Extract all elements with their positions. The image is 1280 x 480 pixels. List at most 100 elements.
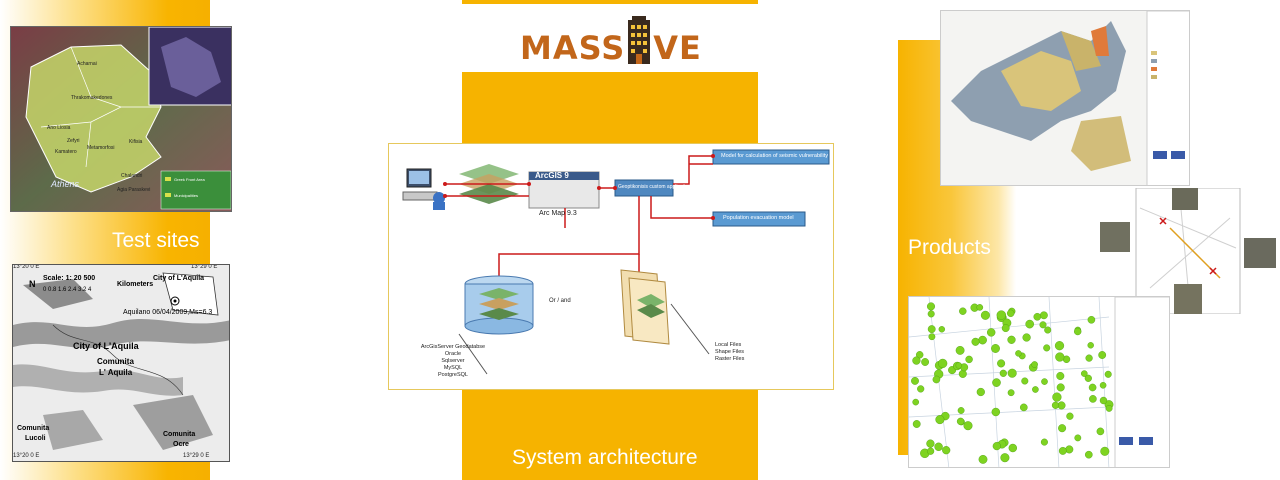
population-marker (1039, 321, 1047, 329)
population-marker (1015, 350, 1022, 357)
population-marker (976, 387, 985, 397)
coord-label: 13°29 0 E (191, 264, 218, 270)
population-marker (955, 346, 965, 355)
population-marker (997, 359, 1006, 368)
population-marker (932, 375, 941, 384)
population-marker (935, 415, 945, 425)
population-marker (1088, 383, 1097, 392)
population-marker (1073, 327, 1082, 336)
database-item: MySQL (443, 365, 463, 371)
population-marker (999, 369, 1007, 377)
population-marker (912, 420, 921, 428)
test-sites-label: Test sites (112, 229, 200, 252)
coord-label: 13°20 0 E (13, 453, 40, 459)
place-label: Thrakomakedones (71, 95, 113, 101)
population-marker (1007, 389, 1015, 397)
place-label: Athens (51, 179, 80, 189)
population-marker (1001, 324, 1010, 332)
database-item: PostgreSQL (438, 372, 468, 378)
population-marker (1087, 342, 1094, 349)
population-marker (928, 333, 936, 341)
comune-label: L' Aquila (99, 368, 133, 377)
inset-label: City of L'Aquila (153, 275, 205, 282)
place-label: Chalandri (121, 173, 143, 179)
population-marker (1074, 434, 1082, 442)
population-marker (1084, 450, 1093, 459)
product-vulnerability-map (940, 10, 1190, 186)
population-marker (971, 337, 980, 346)
population-marker (1058, 424, 1067, 433)
population-marker (1007, 368, 1017, 378)
population-marker (1021, 377, 1029, 385)
comune-label: Comunita (163, 431, 196, 438)
database-list: ArcGisServer Geodatabse Oracle Sqlserver… (413, 344, 493, 379)
population-marker (1041, 378, 1048, 385)
center-accent-band-top (462, 72, 758, 144)
population-marker (1040, 438, 1048, 446)
massive-logo: MASS VE (520, 14, 702, 64)
population-marker (976, 304, 984, 311)
coord-label: 13°20 0 E (13, 264, 40, 270)
population-marker (911, 377, 919, 385)
evac-box-label: Population evacuation model (723, 215, 794, 221)
population-marker (1000, 453, 1010, 463)
evacuation-map-image (1100, 188, 1276, 314)
population-marker (963, 421, 973, 431)
comune-label: Ocre (173, 441, 189, 448)
comune-label: Lucoli (25, 435, 46, 442)
population-marker (1099, 396, 1108, 405)
city-label: City of L'Aquila (73, 341, 139, 351)
population-marker (992, 378, 1001, 387)
arcgis-subtitle: Arc Map 9.3 (539, 210, 577, 217)
place-label: Zefyri (67, 138, 80, 144)
population-marker (996, 310, 1007, 320)
system-architecture-diagram: ArcGIS 9 Arc Map 9.3 Geoptikonisis custo… (388, 143, 834, 390)
population-marker (942, 446, 951, 455)
population-marker (1006, 309, 1015, 317)
population-marker (1056, 383, 1065, 392)
architecture-arrows (402, 149, 830, 375)
population-marker (1056, 371, 1065, 380)
population-marker (1099, 382, 1107, 389)
population-marker (921, 358, 930, 366)
products-label: Products (908, 236, 991, 259)
population-marker (927, 447, 935, 455)
place-label: Acharnai (77, 61, 97, 67)
population-marker (917, 385, 925, 393)
population-marker (957, 407, 965, 414)
athens-satellite-image (11, 27, 231, 211)
kilometers-label: Kilometers (117, 281, 154, 288)
population-marker (1043, 344, 1051, 352)
north-arrow: N (29, 279, 36, 289)
scale-ticks: 0 0.8 1.6 2.4 3.2 4 (43, 287, 92, 293)
database-item: ArcGisServer Geodatabse (420, 344, 486, 350)
population-marker (1008, 443, 1018, 453)
population-marker (927, 302, 936, 311)
or-and-label: Or / and (549, 298, 571, 304)
population-marker (912, 398, 919, 406)
population-marker (1104, 370, 1112, 378)
legend-label: Municipalities (174, 193, 199, 198)
population-marker (991, 344, 1000, 353)
population-marker (934, 442, 943, 452)
arcgis-title: ArcGIS 9 (535, 171, 569, 180)
population-marker (1087, 315, 1096, 324)
file-item: Shape Files (715, 349, 745, 355)
population-marker (1051, 401, 1060, 409)
population-marker (1007, 335, 1016, 344)
epicenter-label: Aquilano 06/04/2009,Ms=6.3 (123, 309, 213, 316)
file-item: Local Files (715, 342, 742, 348)
system-architecture-label: System architecture (512, 446, 698, 469)
model-box-label: Model for calculation of seismic vulnera… (721, 153, 828, 159)
population-marker (927, 325, 936, 333)
population-marker (1022, 333, 1031, 342)
population-marker (1055, 352, 1065, 362)
population-marker (1032, 386, 1039, 393)
population-marker (1025, 319, 1034, 329)
population-marker (938, 326, 945, 333)
population-marker (1058, 446, 1067, 455)
athens-test-site-map: Acharnai Thrakomakedones Ano Liosia Zefy… (10, 26, 232, 212)
population-marker (978, 335, 987, 345)
population-map-image (909, 297, 1169, 467)
population-marker (1031, 361, 1038, 368)
